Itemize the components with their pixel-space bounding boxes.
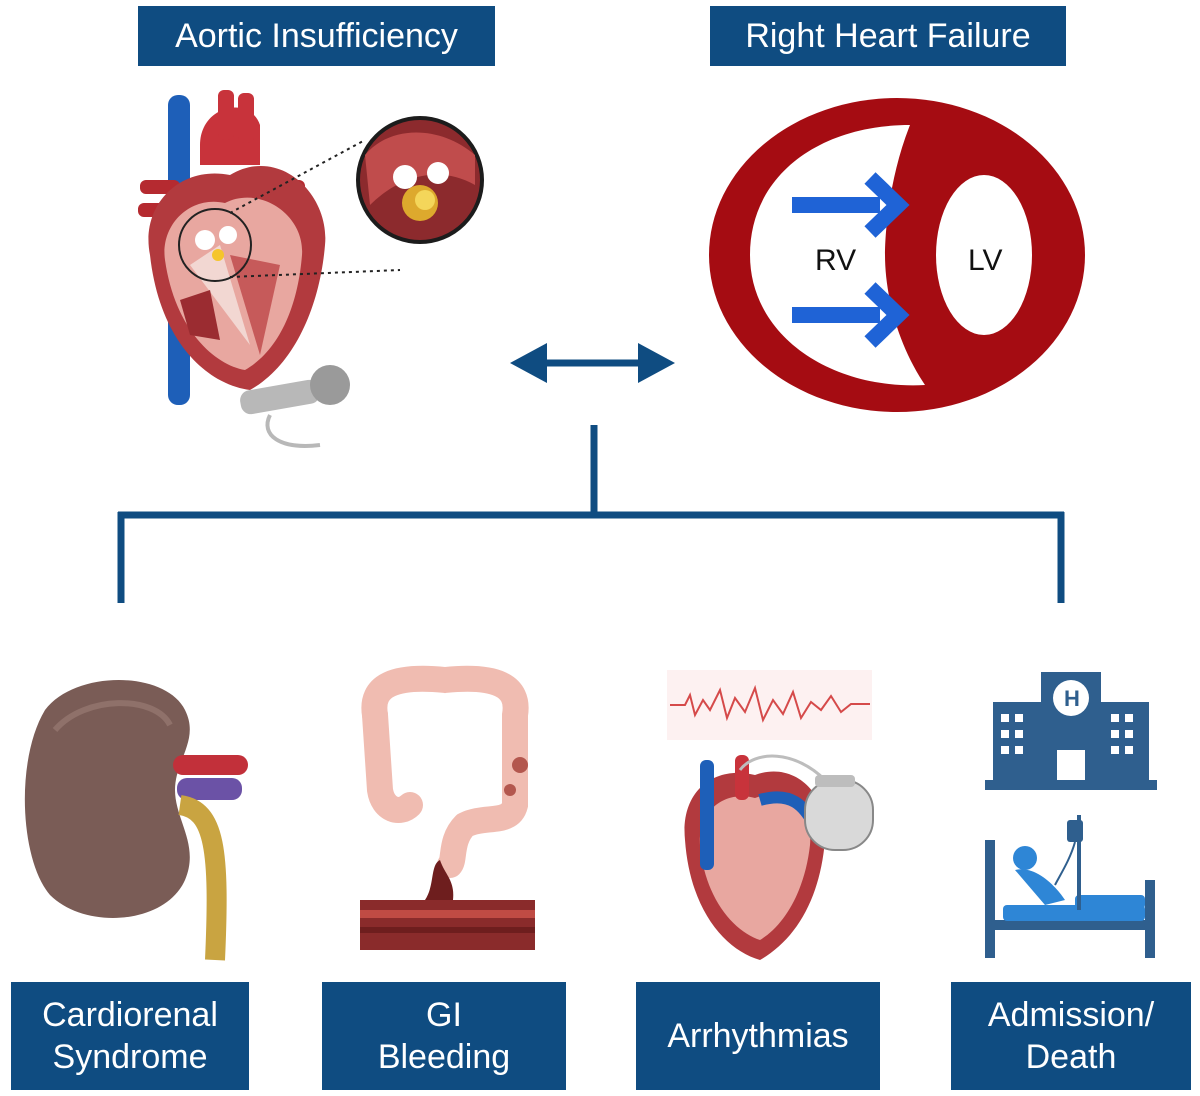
outcome-line1: Arrhythmias [667,1016,849,1055]
pacemaker-heart-icon [667,670,874,960]
outcome-line2: Death [1025,1038,1117,1076]
hospital-building-icon: H [985,672,1157,790]
outcome-arrhythmias-label: Arrhythmias [636,982,880,1090]
outcome-line1: GI [426,995,462,1034]
hospital-bed-icon [985,815,1155,958]
outcome-gi-bleeding-label: GI Bleeding [322,982,566,1090]
colon-icon [360,665,535,950]
heart-lvad-icon [138,90,484,448]
rv-label: RV [815,244,856,277]
double-arrow-icon [510,343,675,383]
outcome-line2: Syndrome [52,1038,208,1076]
outcome-admission-death-label: Admission/ Death [951,982,1191,1090]
kidney-icon [24,680,248,961]
lv-label: LV [968,244,1002,277]
outcome-line2: Bleeding [377,1038,511,1076]
right-heart-failure-label: Right Heart Failure [710,6,1066,66]
ventricle-cross-section: RV LV [709,98,1085,412]
outcome-line1: Cardiorenal [42,995,218,1034]
aortic-insufficiency-text: Aortic Insufficiency [175,16,458,55]
branch-connector [117,425,1065,603]
aortic-insufficiency-label: Aortic Insufficiency [138,6,495,66]
svg-text:H: H [1064,686,1080,711]
outcome-cardiorenal-label: Cardiorenal Syndrome [11,982,249,1090]
right-heart-failure-text: Right Heart Failure [745,16,1031,55]
outcome-line1: Admission/ [987,995,1155,1034]
